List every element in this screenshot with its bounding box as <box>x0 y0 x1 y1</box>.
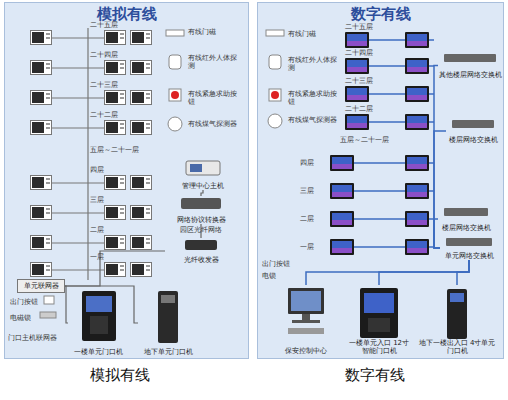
device-label: 管理中心主机 <box>182 182 224 190</box>
part-label: 二层 <box>90 226 104 234</box>
door-station <box>447 289 467 339</box>
device-label: 保安控制中心 <box>285 347 327 355</box>
part-label: 有线紧急求助按钮 <box>288 90 338 106</box>
switch-icon <box>452 120 494 128</box>
door-station-screen <box>86 296 112 312</box>
device-label: 地下单元门口机 <box>144 348 193 356</box>
pir-sensor <box>269 55 281 69</box>
door-station-device: 地下单元门口机 <box>138 290 198 356</box>
magnetic-lock <box>40 312 56 318</box>
panic-button <box>271 91 279 99</box>
part-label: 有线门磁 <box>188 28 240 36</box>
door-station-screen <box>161 295 175 303</box>
part-label: 四层 <box>90 166 104 174</box>
part-label: 电锁 <box>262 272 276 280</box>
part-label: 园区光纤网络 <box>180 227 222 234</box>
keyboard <box>288 328 324 334</box>
converter-device: 网络协议转换器 <box>165 196 237 224</box>
part-label: 有线煤气探测器 <box>188 120 240 128</box>
device-label: 单元联网器 <box>24 282 59 290</box>
door-station <box>158 291 178 343</box>
part-label: 三层 <box>300 187 314 195</box>
part-label: 有线煤气探测器 <box>288 116 338 124</box>
panel-title: 数字有线 <box>258 6 503 23</box>
door-station-device: 地下一楼出入口 4寸单元门口机 <box>418 285 496 355</box>
door-station-keypad <box>90 316 108 334</box>
door-sensor <box>166 30 184 36</box>
door-station-keypad <box>368 318 390 332</box>
door-station <box>360 288 398 338</box>
device-label: 一楼单元门口机 <box>74 348 123 356</box>
part-label: 二十二层 <box>345 105 373 113</box>
host-icon <box>186 161 220 175</box>
door-station-screen <box>364 293 394 313</box>
panic-button <box>169 89 181 101</box>
caption-label: 数字有线 <box>345 366 405 384</box>
device-label: 地下一楼出入口 4寸单元门口机 <box>418 339 496 355</box>
part-label: 电磁锁 <box>10 314 31 322</box>
panel-title: 模拟有线 <box>5 6 248 23</box>
switch-icon <box>446 238 492 246</box>
part-label: 二十二层 <box>90 111 118 119</box>
computer-base <box>292 320 320 323</box>
part-label: 二十三层 <box>345 77 373 85</box>
device-label: 一楼单元入口 12寸智能门口机 <box>348 339 410 355</box>
transceiver-device: 光纤收发器 <box>165 238 237 264</box>
control-center: 保安控制中心 <box>276 285 336 355</box>
part-label: 四层 <box>300 159 314 167</box>
switch-device: 楼层网络交换机 <box>438 206 494 232</box>
host-device: 管理中心主机 <box>172 160 234 190</box>
part-label: 出门按钮 <box>262 260 290 268</box>
pir-sensor <box>169 55 181 69</box>
transceiver-icon <box>185 240 217 250</box>
caption-label: 模拟有线 <box>90 366 150 384</box>
switch-device: 其他楼层网络交换机 <box>438 52 502 79</box>
door-station-screen <box>450 293 464 302</box>
networker-box: 单元联网器 <box>18 280 64 292</box>
switch-icon <box>444 54 496 62</box>
computer-monitor <box>288 288 324 314</box>
part-label: 有线红外人体探测 <box>188 54 240 70</box>
part-label: 一层 <box>300 243 314 251</box>
part-label: 二十四层 <box>90 51 118 59</box>
part-label: 二十三层 <box>90 81 118 89</box>
part-label: 门口主机联网器 <box>8 334 66 342</box>
part-label: 二层 <box>300 215 314 223</box>
part-label: 有线紧急求助按钮 <box>188 90 240 106</box>
door-station-device: 一楼单元入口 12寸智能门口机 <box>348 285 410 355</box>
door-station-device: 一楼单元门口机 <box>68 290 128 356</box>
part-label: 有线门磁 <box>288 30 338 38</box>
part-label: 二十四层 <box>345 49 373 57</box>
switch-icon <box>444 208 488 216</box>
device-label: 其他楼层网络交换机 <box>439 71 502 79</box>
exit-button <box>44 296 54 304</box>
panic-button <box>269 89 281 101</box>
panic-button <box>171 91 179 99</box>
switch-device: 单元网络交换机 <box>440 236 498 260</box>
converter-icon <box>181 198 221 209</box>
part-label: 二十五层 <box>345 23 373 31</box>
door-sensor <box>266 30 284 36</box>
device-label: 楼层网络交换机 <box>449 136 498 144</box>
device-label: 楼层网络交换机 <box>442 224 491 232</box>
part-label: 三层 <box>90 196 104 204</box>
gas-detector <box>168 117 182 131</box>
device-label: 光纤收发器 <box>184 256 219 264</box>
computer-stand <box>302 314 310 320</box>
door-station <box>82 291 116 341</box>
device-label: 网络协议转换器 <box>177 216 226 224</box>
host-screen <box>190 164 202 172</box>
part-label: 有线红外人体探测 <box>288 56 338 72</box>
device-label: 单元网络交换机 <box>445 252 494 260</box>
part-label: 二十五层 <box>90 21 118 29</box>
part-label: 五层～二十一层 <box>90 146 139 154</box>
switch-device: 楼层网络交换机 <box>446 118 500 144</box>
riser-wire <box>87 28 88 280</box>
gas-detector <box>268 114 282 128</box>
part-label: 一层 <box>90 253 104 261</box>
computer-screen <box>291 291 321 311</box>
part-label: 出门按钮 <box>10 298 38 306</box>
part-label: 五层～二十一层 <box>340 136 389 144</box>
